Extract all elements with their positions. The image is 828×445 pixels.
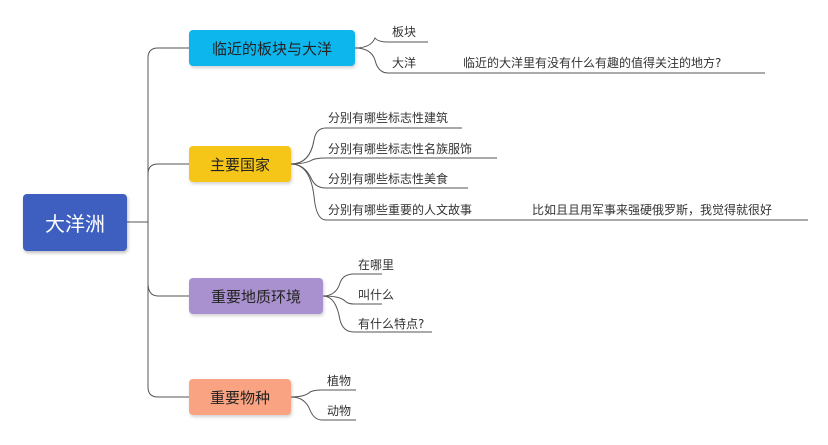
- root-topic[interactable]: 大洋洲: [23, 194, 127, 251]
- leaf-food[interactable]: 分别有哪些标志性美食: [328, 172, 449, 186]
- connector-b4-c1: [290, 389, 356, 398]
- leaf-landmarks[interactable]: 分别有哪些标志性建筑: [328, 111, 449, 125]
- connector-b2-c1: [290, 127, 462, 165]
- connector-b4-c2: [290, 396, 356, 421]
- connector-b1-c1: [354, 36, 428, 49]
- leaf-plants[interactable]: 植物: [327, 374, 352, 388]
- connector-trunk-2: [147, 163, 189, 175]
- leaf-stories[interactable]: 分别有哪些重要的人文故事: [328, 203, 473, 217]
- connector-b3-c2: [322, 295, 382, 305]
- leaf-plates[interactable]: 板块: [392, 25, 417, 39]
- leaf-name[interactable]: 叫什么: [358, 288, 395, 302]
- branch-plates-oceans[interactable]: 临近的板块与大洋: [189, 30, 355, 66]
- connector-b3-c3: [322, 295, 432, 333]
- connector-b2-c2: [290, 157, 497, 165]
- branch-species[interactable]: 重要物种: [189, 379, 291, 415]
- leaf-animals[interactable]: 动物: [327, 404, 352, 418]
- leaf-costumes[interactable]: 分别有哪些标志性名族服饰: [328, 142, 473, 156]
- branch-geology[interactable]: 重要地质环境: [189, 278, 323, 314]
- leaf-where[interactable]: 在哪里: [358, 258, 395, 272]
- leaf-stories-note[interactable]: 比如且且用军事来强硬俄罗斯，我觉得就很好: [532, 203, 773, 217]
- connector-b1-c2: [354, 47, 765, 74]
- connector-b3-c1: [322, 273, 382, 297]
- connector-trunk-3: [147, 222, 189, 297]
- connector-trunk-1: [147, 47, 189, 222]
- connector-trunk-4: [147, 283, 189, 398]
- connector-b2-c4: [290, 163, 808, 221]
- branch-main-countries[interactable]: 主要国家: [189, 146, 291, 182]
- leaf-features[interactable]: 有什么特点?: [358, 317, 425, 331]
- leaf-ocean-note[interactable]: 临近的大洋里有没有什么有趣的值得关注的地方?: [463, 56, 722, 70]
- leaf-ocean[interactable]: 大洋: [392, 56, 417, 70]
